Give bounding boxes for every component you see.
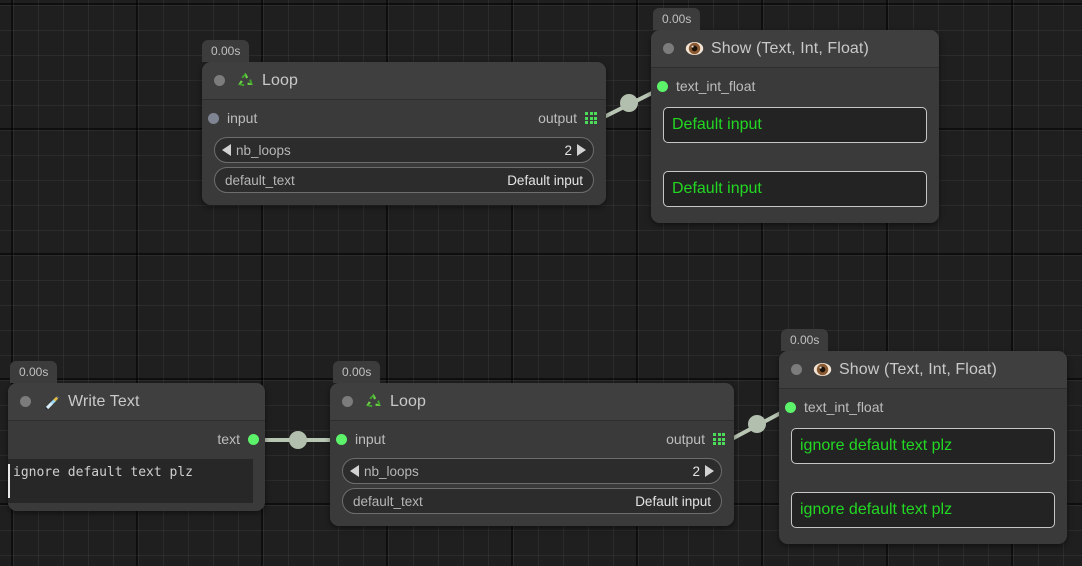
eye-icon xyxy=(685,42,704,55)
node-body: text_int_float Default input Default inp… xyxy=(651,68,939,223)
output-label: output xyxy=(538,110,577,126)
field-name: default_text xyxy=(353,493,423,509)
node-header[interactable]: Write Text xyxy=(8,383,265,421)
recycle-icon xyxy=(366,393,381,408)
input-label: text_int_float xyxy=(804,399,884,415)
collapse-dot[interactable] xyxy=(342,396,353,407)
input-socket[interactable] xyxy=(208,112,219,124)
input-port[interactable]: input xyxy=(208,110,258,126)
field-nb-loops[interactable]: nb_loops 2 xyxy=(342,458,722,484)
pen-icon xyxy=(44,395,60,410)
node-header[interactable]: Show (Text, Int, Float) xyxy=(651,30,939,68)
output-display-box: Default input xyxy=(663,171,927,207)
grid-icon[interactable] xyxy=(585,112,597,124)
node-body: text_int_float ignore default text plz i… xyxy=(779,389,1067,544)
field-value: Default input xyxy=(635,493,711,509)
port-row: input output xyxy=(208,108,597,128)
field-name: nb_loops xyxy=(236,142,291,158)
text-editor[interactable]: ignore default text plz xyxy=(8,459,253,503)
node-show-top[interactable]: 0.00s Show (Text, Int, Float) text_int_f… xyxy=(651,8,939,223)
output-port[interactable]: output xyxy=(666,431,725,447)
wire-handle-loop-bottom-to-show-bottom[interactable] xyxy=(748,415,766,433)
eye-icon xyxy=(813,363,832,376)
node-title: Loop xyxy=(390,392,426,410)
time-badge: 0.00s xyxy=(781,329,829,351)
node-body: input output nb_loops 2 xyxy=(330,421,734,526)
collapse-dot[interactable] xyxy=(791,364,802,375)
node-body: text ignore default text plz xyxy=(8,421,265,511)
field-name: default_text xyxy=(225,172,295,188)
node-title: Show (Text, Int, Float) xyxy=(711,39,869,57)
output-display-box: Default input xyxy=(663,107,927,143)
time-badge: 0.00s xyxy=(333,361,381,383)
output-label: output xyxy=(666,431,705,447)
input-socket[interactable] xyxy=(336,433,347,445)
field-value: 2 xyxy=(692,463,700,479)
field-value: Default input xyxy=(507,172,583,188)
node-loop-bottom[interactable]: 0.00s Loop input output xyxy=(330,361,734,526)
node-header[interactable]: Loop xyxy=(202,62,606,100)
node-title: Show (Text, Int, Float) xyxy=(839,360,997,378)
output-label: text xyxy=(217,431,240,447)
text-editor-value: ignore default text plz xyxy=(13,465,194,480)
field-default-text[interactable]: default_text Default input xyxy=(342,488,722,514)
collapse-dot[interactable] xyxy=(214,75,225,86)
node-show-bottom[interactable]: 0.00s Show (Text, Int, Float) text_int_f… xyxy=(779,329,1067,544)
node-header[interactable]: Show (Text, Int, Float) xyxy=(779,351,1067,389)
collapse-dot[interactable] xyxy=(20,396,31,407)
input-socket[interactable] xyxy=(785,401,796,413)
input-socket[interactable] xyxy=(657,80,668,92)
node-body: input output nb_loops 2 xyxy=(202,100,606,205)
node-header[interactable]: Loop xyxy=(330,383,734,421)
node-title: Write Text xyxy=(68,392,140,410)
collapse-dot[interactable] xyxy=(663,43,674,54)
output-socket[interactable] xyxy=(248,433,259,445)
input-label: input xyxy=(355,431,386,447)
port-row: input output xyxy=(336,429,725,449)
wire-handle-loop-top-to-show-top[interactable] xyxy=(620,94,638,112)
input-port[interactable]: text_int_float xyxy=(785,399,884,415)
output-port[interactable]: output xyxy=(538,110,597,126)
output-port[interactable]: text xyxy=(217,431,259,447)
field-default-text[interactable]: default_text Default input xyxy=(214,167,594,193)
increment-arrow-icon[interactable] xyxy=(705,465,714,477)
port-row: text_int_float xyxy=(657,76,927,96)
input-label: text_int_float xyxy=(676,78,756,94)
input-port[interactable]: text_int_float xyxy=(657,78,756,94)
output-display-box: ignore default text plz xyxy=(791,492,1055,528)
input-port[interactable]: input xyxy=(336,431,386,447)
increment-arrow-icon[interactable] xyxy=(577,144,586,156)
field-value: 2 xyxy=(564,142,572,158)
field-name: nb_loops xyxy=(364,463,419,479)
decrement-arrow-icon[interactable] xyxy=(222,144,231,156)
time-badge: 0.00s xyxy=(653,8,701,30)
wire-handle-write-text-to-loop-bottom[interactable] xyxy=(289,431,307,449)
port-row: text xyxy=(8,429,259,449)
recycle-icon xyxy=(238,72,253,87)
node-title: Loop xyxy=(262,71,298,89)
output-display-box: ignore default text plz xyxy=(791,428,1055,464)
port-row: text_int_float xyxy=(785,397,1055,417)
grid-icon[interactable] xyxy=(713,433,725,445)
input-label: input xyxy=(227,110,258,126)
node-write-text[interactable]: 0.00s Write Text text xyxy=(8,361,265,511)
decrement-arrow-icon[interactable] xyxy=(350,465,359,477)
time-badge: 0.00s xyxy=(10,361,58,383)
time-badge: 0.00s xyxy=(202,40,250,62)
text-caret xyxy=(8,464,10,498)
field-nb-loops[interactable]: nb_loops 2 xyxy=(214,137,594,163)
node-loop-top[interactable]: 0.00s Loop input output xyxy=(202,40,606,205)
